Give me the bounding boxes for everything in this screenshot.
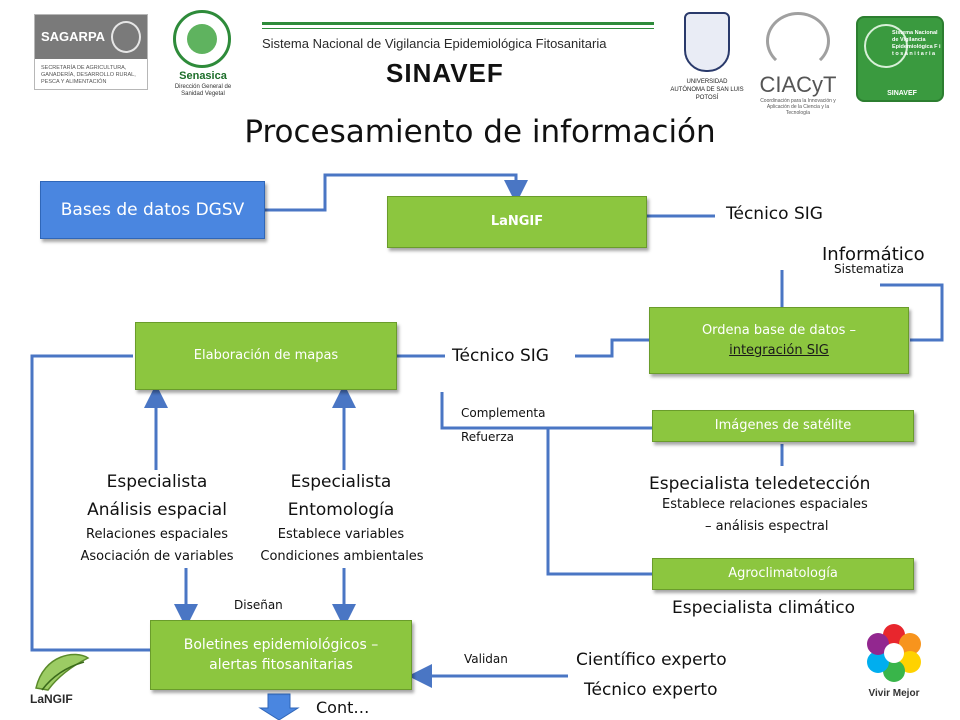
senasica-name: Senasica	[179, 70, 227, 82]
box-elaboracion-mapas: Elaboración de mapas	[135, 322, 397, 390]
label-esp-ento-2: Entomología	[287, 500, 395, 520]
label-esp-analisis-2: Análisis espacial	[87, 500, 227, 520]
box-ordena-line1: Ordena base de datos –	[701, 322, 857, 338]
label-esp-teledeteccion: Especialista teledetección	[649, 474, 871, 494]
banner-acronym: SINAVEF	[386, 58, 504, 88]
ciacyt-arcs-icon	[766, 12, 830, 70]
label-complementa: Complementa	[461, 406, 546, 420]
vivir-mejor-logo: Vivir Mejor	[856, 622, 932, 712]
connector-bases-langif	[265, 173, 528, 212]
label-tecnico-sig-top: Técnico SIG	[726, 204, 823, 224]
label-cientifico-experto: Científico experto	[576, 650, 727, 670]
label-esp-analisis-1: Especialista	[106, 472, 208, 492]
connector-ordena-tecnico	[575, 338, 649, 358]
label-esp-tele-sub1: Establece relaciones espaciales	[662, 497, 868, 512]
sinavef-logo-acronym: SINAVEF	[887, 90, 917, 97]
label-informatico: Informático	[822, 244, 925, 265]
banner-rule-top	[262, 22, 654, 25]
label-cont: Cont…	[316, 698, 370, 717]
box-imagenes-satelite: Imágenes de satélite	[652, 410, 914, 442]
banner-rule-thin	[262, 28, 654, 29]
label-disenan: Diseñan	[234, 598, 283, 612]
label-esp-ento-sub2: Condiciones ambientales	[260, 549, 424, 564]
sinavef-map-icon	[864, 24, 908, 68]
ciacyt-logo: CIACyT Coordinación para la Innovación y…	[756, 12, 840, 116]
vivir-mejor-flower-icon	[867, 624, 921, 682]
label-tecnico-sig-mid: Técnico SIG	[452, 346, 549, 366]
box-boletines: Boletines epidemiológicos – alertas fito…	[150, 620, 412, 690]
sinavef-logo: Sistema Nacional de Vigilancia Epidemiol…	[856, 16, 944, 102]
langif-leaf-icon	[35, 653, 90, 691]
box-agroclimatologia: Agroclimatología	[652, 558, 914, 590]
langif-logo: LaNGIF	[26, 644, 96, 714]
connector-agroclimatologia	[546, 428, 652, 576]
label-esp-analisis-sub2: Asociación de variables	[80, 549, 234, 564]
sinavef-logo-text: Sistema Nacional de Vigilancia Epidemiol…	[892, 30, 941, 57]
ciacyt-subtitle: Coordinación para la Innovación y Aplica…	[760, 98, 836, 116]
senasica-subtitle: Dirección General de Sanidad Vegetal	[174, 84, 232, 97]
box-ordena-line2: integración SIG	[729, 342, 829, 358]
connector-sistematiza-loop	[880, 283, 944, 342]
langif-logo-text: LaNGIF	[30, 692, 73, 706]
label-validan: Validan	[464, 652, 508, 666]
uaslp-name: UNIVERSIDAD AUTÓNOMA DE SAN LUIS POTOSÍ	[670, 79, 744, 101]
label-esp-climatico: Especialista climático	[672, 598, 856, 618]
label-tecnico-experto: Técnico experto	[584, 680, 718, 700]
senasica-logo: Senasica Dirección General de Sanidad Ve…	[163, 10, 243, 100]
label-refuerza: Refuerza	[461, 430, 514, 444]
header: SAGARPA SECRETARÍA DE AGRICULTURA, GANAD…	[0, 0, 960, 116]
label-esp-ento-sub1: Establece variables	[277, 527, 405, 542]
connector-left-loop	[30, 354, 150, 652]
cont-down-arrow-icon	[258, 693, 300, 720]
banner-title: Sistema Nacional de Vigilancia Epidemiol…	[262, 36, 607, 51]
uaslp-shield-icon	[684, 12, 730, 72]
page-title: Procesamiento de información	[244, 114, 716, 150]
box-langif: LaNGIF	[387, 196, 647, 248]
label-sistematiza: Sistematiza	[834, 262, 905, 276]
label-esp-ento-1: Especialista	[290, 472, 392, 492]
label-esp-tele-sub2: – análisis espectral	[705, 519, 829, 534]
sagarpa-name: SAGARPA	[41, 29, 106, 44]
mexico-seal-icon	[111, 21, 141, 53]
vivir-mejor-text: Vivir Mejor	[868, 688, 920, 699]
connector-elaboracion-imagenes	[440, 392, 652, 430]
box-bases-datos: Bases de datos DGSV	[40, 181, 265, 239]
sagarpa-subtitle: SECRETARÍA DE AGRICULTURA, GANADERÍA, DE…	[41, 65, 136, 85]
uaslp-logo: UNIVERSIDAD AUTÓNOMA DE SAN LUIS POTOSÍ	[670, 12, 744, 102]
senasica-emblem-icon	[173, 10, 231, 68]
sagarpa-logo: SAGARPA SECRETARÍA DE AGRICULTURA, GANAD…	[34, 14, 148, 90]
label-esp-analisis-sub1: Relaciones espaciales	[86, 527, 228, 542]
ciacyt-name: CIACyT	[759, 72, 837, 97]
box-ordena-base: Ordena base de datos – integración SIG	[649, 307, 909, 374]
